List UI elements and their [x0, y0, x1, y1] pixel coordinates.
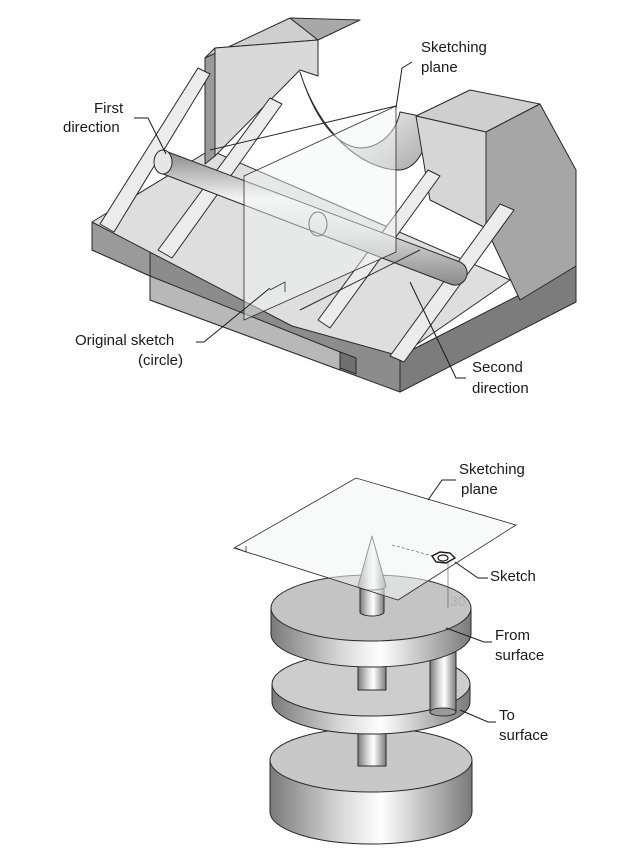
from-surface-label: From surface [495, 627, 544, 664]
original-sketch-line1: Original sketch [75, 332, 174, 349]
to-surface-line1: To [499, 707, 515, 724]
to-surface-line2: surface [499, 727, 548, 744]
from-surface-line2: surface [495, 647, 544, 664]
top-sketching-plane-line1: Sketching [421, 39, 487, 56]
original-sketch-label: Original sketch (circle) [75, 332, 183, 369]
sketch-hexagon [430, 551, 457, 564]
top-sketching-plane-line2: plane [421, 59, 458, 76]
second-direction-label: Second direction [472, 359, 529, 397]
sketching-plane-bottom [233, 477, 517, 601]
first-direction-line2: direction [63, 119, 120, 136]
dimension-value: 30 [450, 593, 466, 609]
first-direction-label: First direction [63, 100, 127, 136]
to-surface-label: To surface [499, 707, 548, 744]
sketch-label: Sketch [490, 568, 536, 585]
from-surface-line1: From [495, 627, 530, 644]
bottom-sketching-plane-label: Sketching plane [459, 461, 529, 498]
bottom-sketching-plane-line1: Sketching [459, 461, 525, 478]
bracket-model [91, 17, 577, 393]
disc-stack-model: 30 [233, 477, 517, 845]
second-direction-line2: direction [472, 380, 529, 397]
original-sketch-line2: (circle) [138, 352, 183, 369]
top-sketching-plane-label: Sketching plane [421, 39, 491, 76]
top-leader-lines [134, 61, 466, 379]
sketching-plane-top [243, 105, 397, 321]
bottom-leader-lines [427, 479, 496, 723]
bottom-sketching-plane-line2: plane [461, 481, 498, 498]
first-direction-line1: First [94, 100, 124, 117]
second-direction-line1: Second [472, 359, 523, 376]
